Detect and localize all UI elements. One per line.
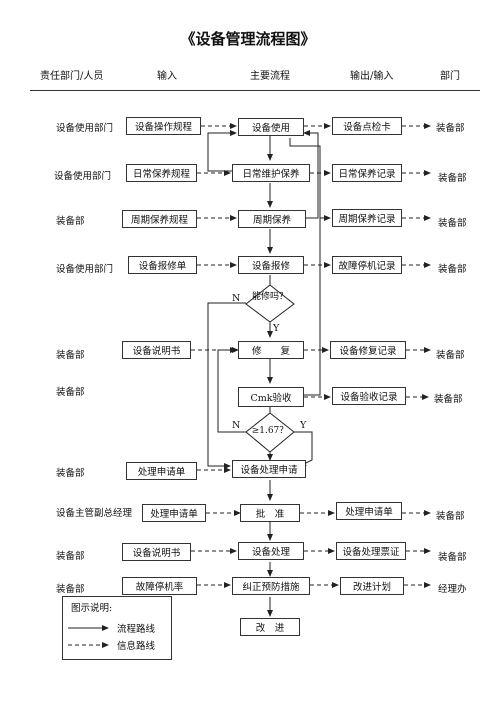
cmk-decision-no: N <box>232 420 241 431</box>
repair-decision-text: 能修吗？ <box>251 292 288 302</box>
repair-decision-yes: Y <box>273 323 280 334</box>
output-improvement-plan: 改进计划 <box>340 577 404 595</box>
row5-right-dept: 装备部 <box>436 350 465 361</box>
header-dept-right: 部门 <box>440 71 460 82</box>
row10-right-dept: 经理办 <box>438 584 467 595</box>
input-disposal-form: 处理申请单 <box>142 504 206 522</box>
flow-disposal-application: 设备处理申请 <box>232 460 306 478</box>
row2-dept: 设备使用部门 <box>54 171 112 182</box>
row10-dept: 装备部 <box>56 584 85 595</box>
output-disposal-form: 处理申请单 <box>336 502 402 520</box>
cmk-decision-text: ≥1.67？ <box>251 426 289 436</box>
flow-daily-maintenance: 日常维护保养 <box>232 164 310 182</box>
row3-right-dept: 装备部 <box>438 218 467 229</box>
flow-equipment-disposal: 设备处理 <box>238 542 304 560</box>
repair-decision-no: N <box>232 293 241 304</box>
output-disposal-voucher: 设备处理票证 <box>336 542 406 560</box>
header-output-input: 输出/输入 <box>350 71 394 82</box>
input-downtime-rate: 故障停机率 <box>122 577 197 595</box>
legend-info-line: 信息路线 <box>117 641 156 652</box>
flow-repair: 修 复 <box>238 341 304 359</box>
flow-improvement: 改 进 <box>240 618 300 636</box>
row3-dept: 装备部 <box>56 216 85 227</box>
input-equipment-manual-2: 设备说明书 <box>122 543 191 561</box>
row4-dept: 设备使用部门 <box>56 264 114 275</box>
cmk-decision-diamond <box>245 412 295 453</box>
legend-flow-line: 流程路线 <box>117 624 156 635</box>
row6-right-dept: 装备部 <box>434 394 463 405</box>
row9-right-dept: 装备部 <box>438 552 467 563</box>
flow-corrective-preventive-action: 纠正预防措施 <box>232 577 310 595</box>
row1-dept: 设备使用部门 <box>56 123 114 134</box>
row5-dept: 装备部 <box>56 350 85 361</box>
flow-periodic-maintenance: 周期保养 <box>238 210 306 228</box>
row8-right-dept: 装备部 <box>436 511 465 522</box>
output-repair-record: 设备修复记录 <box>330 341 406 359</box>
input-periodic-maintenance-procedure: 周期保养规程 <box>122 210 197 228</box>
input-operation-procedure: 设备操作规程 <box>126 117 201 135</box>
row4-right-dept: 装备部 <box>438 264 467 275</box>
output-downtime-record: 故障停机记录 <box>332 256 402 274</box>
row7-dept: 装备部 <box>56 468 85 479</box>
repair-decision-diamond <box>245 284 295 323</box>
flow-equipment-use: 设备使用 <box>238 118 304 136</box>
cmk-decision-yes: Y <box>300 420 307 431</box>
row6-dept: 装备部 <box>56 387 85 398</box>
input-daily-maintenance-procedure: 日常保养规程 <box>126 164 197 182</box>
output-daily-maintenance-record: 日常保养记录 <box>332 164 402 182</box>
flow-repair-request: 设备报修 <box>238 256 304 274</box>
row8-dept: 设备主管副总经理 <box>56 508 133 519</box>
header-input: 输入 <box>157 71 177 82</box>
row1-right-dept: 装备部 <box>436 123 465 134</box>
page-title: 《设备管理流程图》 <box>180 30 316 48</box>
row9-dept: 装备部 <box>56 551 85 562</box>
output-inspection-card: 设备点检卡 <box>332 117 402 135</box>
header-dept: 责任部门/人员 <box>40 71 104 82</box>
flow-approval: 批 准 <box>240 504 300 522</box>
input-disposal-application-form: 处理申请单 <box>126 462 197 480</box>
legend-title: 图示说明: <box>71 603 113 614</box>
input-repair-request: 设备报修单 <box>128 256 197 274</box>
legend: 图示说明: 流程路线 信息路线 <box>62 596 172 660</box>
output-acceptance-record: 设备验收记录 <box>332 387 406 405</box>
header-rule <box>30 90 480 91</box>
row2-right-dept: 装备部 <box>438 173 467 184</box>
output-periodic-maintenance-record: 周期保养记录 <box>332 209 402 227</box>
input-equipment-manual: 设备说明书 <box>122 341 191 359</box>
flow-cmk-acceptance: Cmk验收 <box>238 387 304 407</box>
header-main-flow: 主要流程 <box>250 71 290 82</box>
